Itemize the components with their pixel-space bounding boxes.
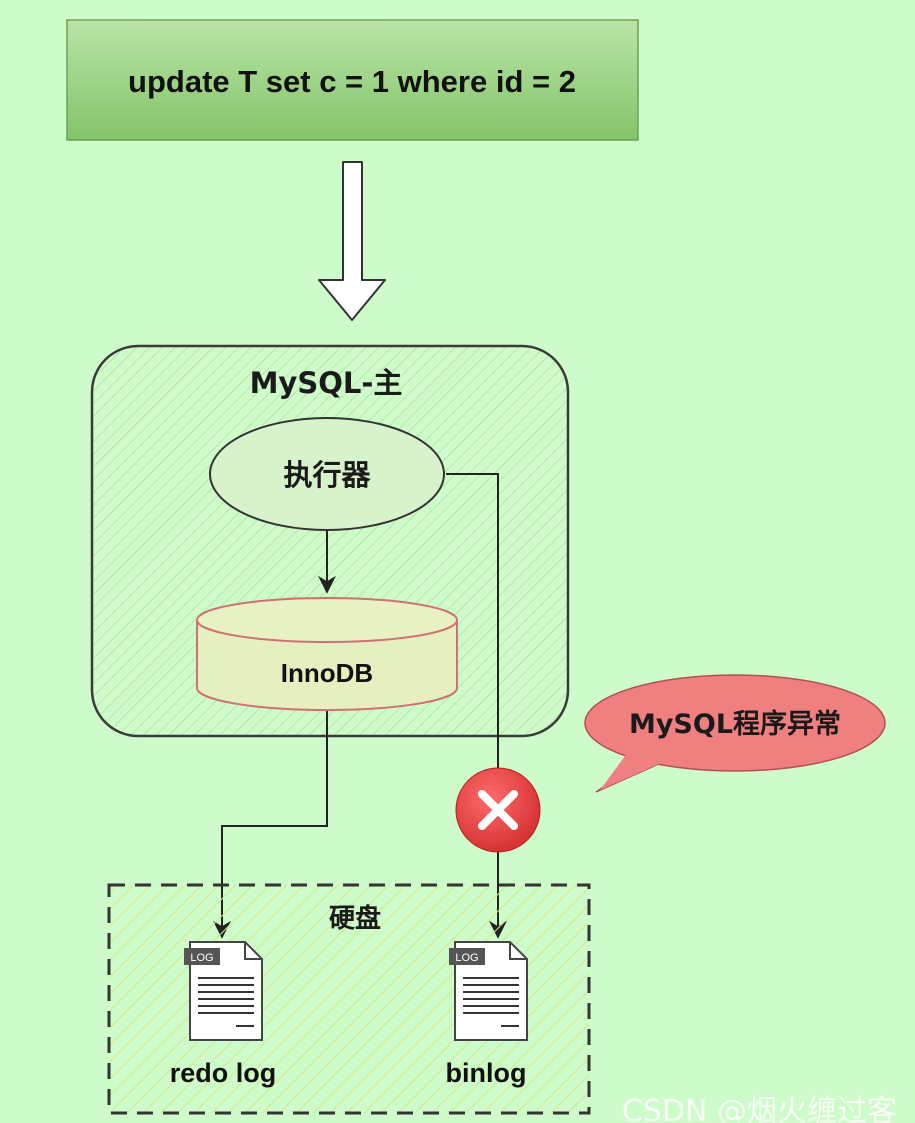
error-callout: MySQL程序异常 (584, 674, 886, 793)
binlog-badge: LOG (455, 952, 478, 964)
disk-label: 硬盘 (329, 903, 381, 934)
redo-log-file-icon: LOG redo log (170, 941, 277, 1088)
innodb-cylinder: InnoDB (196, 597, 458, 711)
innodb-to-redolog-arrow (213, 711, 328, 939)
binlog-file-icon: LOG binlog (446, 941, 528, 1088)
watermark-text: CSDN @烟火缠过客 (622, 1094, 897, 1123)
sql-statement-text: update T set c = 1 where id = 2 (128, 64, 576, 99)
redo-log-badge: LOG (190, 952, 213, 964)
binlog-label: binlog (446, 1058, 527, 1088)
mysql-server-title: MySQL-主 (250, 366, 403, 400)
innodb-label: InnoDB (281, 658, 373, 688)
error-callout-text: MySQL程序异常 (629, 708, 841, 740)
executor-label: 执行器 (283, 458, 371, 492)
error-icon (455, 767, 541, 853)
sql-statement-box: update T set c = 1 where id = 2 (66, 19, 639, 141)
flow-down-arrow (318, 161, 386, 321)
redo-log-label: redo log (170, 1058, 277, 1088)
executor-node: 执行器 (209, 417, 445, 531)
